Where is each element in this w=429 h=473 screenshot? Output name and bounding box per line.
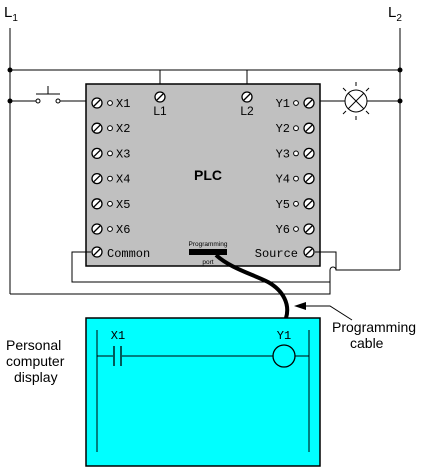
input-terminal-screw-x4 [91, 172, 103, 185]
output-terminal-screw-y2 [303, 122, 315, 134]
common-label: Common [107, 247, 150, 261]
pc-label-line3: display [14, 369, 58, 385]
input-led-x5 [107, 200, 113, 207]
output-led-y5 [293, 200, 299, 207]
indicator-lamp [317, 82, 400, 120]
terminal-screw-l2 [241, 91, 253, 103]
output-led-y3 [293, 150, 299, 157]
input-terminal-screw-x5 [91, 198, 103, 210]
terminal-label-l1: L1 [153, 104, 167, 118]
plc-body [85, 83, 321, 267]
input-led-x1 [107, 100, 113, 106]
pc-label-line1: Personal [6, 337, 61, 353]
input-label-x1: X1 [116, 97, 130, 111]
source-label: Source [255, 247, 298, 261]
pc-display-screen [85, 317, 321, 467]
output-label-y1: Y1 [276, 97, 290, 111]
programming-port [189, 249, 227, 255]
ladder-contact-label: X1 [111, 329, 125, 343]
port-label: Programming [188, 241, 227, 248]
output-terminal-screw-y3 [303, 147, 315, 160]
output-led-y4 [293, 175, 299, 182]
output-led-y2 [293, 125, 299, 132]
input-terminal-screw-x6 [91, 223, 103, 235]
common-source-wiring [10, 251, 400, 295]
cable-arrow [294, 302, 353, 321]
input-terminal-screw-x3 [91, 147, 103, 160]
input-label-x3: X3 [116, 147, 130, 161]
ladder-coil-label: Y1 [277, 329, 291, 343]
input-label-x6: X6 [116, 223, 130, 237]
terminal-label-l2: L2 [240, 104, 254, 118]
plc-title: PLC [194, 167, 222, 183]
pushbutton-switch [10, 86, 91, 104]
output-label-y2: Y2 [276, 122, 290, 136]
port-label-2: port [202, 259, 213, 266]
output-terminal-screw-y1 [303, 97, 315, 109]
ladder-diagram [96, 330, 310, 452]
cable-label-line2: cable [350, 335, 384, 351]
terminal-screw-common [91, 246, 103, 258]
input-led-x2 [107, 125, 113, 132]
input-led-x3 [107, 150, 113, 157]
pc-label-line2: computer [6, 353, 65, 369]
terminal-screw-l1 [154, 91, 166, 103]
rail-label-left: L1 [4, 4, 18, 24]
input-label-x2: X2 [116, 122, 130, 136]
input-terminal-screw-x1 [91, 97, 103, 109]
programming-cable [214, 253, 290, 319]
output-label-y4: Y4 [276, 173, 290, 187]
output-label-y6: Y6 [276, 223, 290, 237]
cable-label-line1: Programming [332, 319, 416, 335]
output-led-y1 [293, 100, 299, 106]
input-led-x4 [107, 175, 113, 182]
output-terminal-screw-y5 [303, 198, 315, 210]
output-terminal-screw-y4 [303, 172, 315, 185]
rail-label-right: L2 [388, 4, 402, 24]
output-label-y5: Y5 [276, 198, 290, 212]
output-terminal-screw-y6 [303, 223, 315, 235]
input-led-x6 [107, 226, 113, 232]
input-label-x4: X4 [116, 173, 130, 187]
output-led-y6 [293, 226, 299, 232]
input-terminal-screw-x2 [91, 122, 103, 134]
terminal-screw-source [303, 246, 315, 258]
input-label-x5: X5 [116, 198, 130, 212]
output-label-y3: Y3 [276, 147, 290, 161]
